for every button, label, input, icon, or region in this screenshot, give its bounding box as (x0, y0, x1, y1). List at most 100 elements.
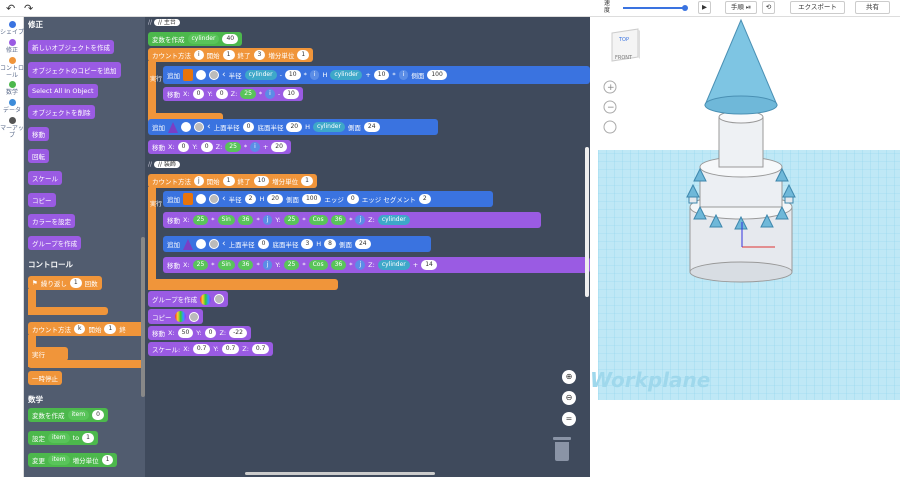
rail-data[interactable]: データ (0, 99, 24, 114)
palette-header-modify: 修正 (28, 20, 43, 29)
comment-main: // // 主台 (148, 18, 180, 27)
repeat-footer (28, 307, 108, 315)
block-create-group[interactable]: グループを作成 (28, 236, 82, 250)
step-button[interactable]: 手順 ⏯ (725, 1, 757, 14)
block-delete-object[interactable]: オブジェクトを削除 (28, 105, 95, 119)
speed-slider-thumb[interactable] (682, 5, 688, 11)
ws-create-group[interactable]: グループを作成 (148, 291, 229, 307)
hole-circle (188, 311, 199, 322)
color-circle (196, 70, 206, 80)
workspace-h-scrollbar[interactable] (245, 472, 435, 475)
zoom-reset-icon[interactable]: = (562, 412, 576, 426)
rail-dot-control (8, 57, 16, 64)
workspace-v-scrollbar[interactable] (585, 147, 589, 297)
rail-control[interactable]: コントロール (0, 57, 24, 79)
block-new-object[interactable]: 新しいオブジェクトを作成 (28, 40, 114, 54)
palette-scrollbar[interactable] (141, 237, 145, 397)
ws-exec-2: 実行 (150, 201, 163, 208)
cylinder-shape-icon (183, 69, 193, 81)
3d-viewport[interactable]: Workplane TOP FRONT + − (590, 17, 900, 400)
block-copy[interactable]: コピー (28, 193, 56, 207)
viewer-zoom-out-glyph: − (607, 103, 615, 113)
palette-header-control: コントロール (28, 260, 73, 269)
rainbow-swatch-icon (200, 293, 212, 305)
comment-decor: // // 装飾 (148, 160, 180, 169)
castle-roof-base (704, 95, 778, 115)
block-select-all[interactable]: Select All In Object (28, 84, 98, 98)
view-cube[interactable]: TOP FRONT (611, 28, 640, 62)
repeat-bracket (28, 289, 36, 315)
block-move[interactable]: 移動 (28, 127, 49, 141)
castle-roof-cone (704, 18, 778, 106)
block-scale[interactable]: スケール (28, 171, 62, 185)
rewind-icon[interactable]: ⟲ (762, 1, 775, 14)
viewer-zoom-in-icon[interactable] (603, 80, 617, 94)
hole-circle (194, 122, 204, 132)
bottom-strip (0, 477, 900, 494)
cone-shape-icon (183, 238, 193, 250)
block-add-copy[interactable]: オブジェクトのコピーを追加 (28, 62, 121, 78)
rail-dot-math (8, 81, 16, 88)
viewer-zoom-out-icon[interactable] (603, 100, 617, 114)
ws-count-2-footer (148, 279, 338, 290)
viewer-fit-icon[interactable] (603, 120, 617, 134)
chevron-left-icon: ‹ (222, 70, 226, 80)
rail-dot-markup (8, 117, 16, 124)
palette-header-math: 数学 (28, 395, 43, 404)
rail-dot-modify (8, 39, 16, 46)
hole-circle (209, 239, 219, 249)
redo-icon[interactable]: ↷ (24, 2, 34, 15)
zoom-out-icon[interactable]: ⊖ (562, 391, 576, 405)
cone-shape-icon (168, 121, 178, 133)
speed-slider[interactable] (623, 5, 688, 11)
speed-label: 速度 (604, 0, 611, 14)
ws-count-2-bracket (148, 187, 156, 290)
rail-shapes[interactable]: シェイプ (0, 21, 24, 36)
undo-icon[interactable]: ↶ (6, 2, 16, 15)
view-cube-top: TOP (618, 37, 629, 43)
viewer-zoom-in-glyph: + (607, 83, 615, 93)
castle-base-bottom (689, 261, 793, 283)
hole-circle (214, 294, 225, 304)
flag-icon: ⚑ (32, 279, 38, 287)
ws-exec-1: 実行 (150, 76, 163, 83)
count-footer (28, 360, 145, 368)
rail-markup[interactable]: マーアップ (0, 117, 24, 139)
trash-lid (553, 437, 571, 440)
share-button[interactable]: 共有 (855, 1, 890, 14)
viewer-toolbar: 速度 ▶ 手順 ⏯ ⟲ エクスポート 共有 (590, 0, 900, 17)
color-circle (181, 122, 191, 132)
rail-math[interactable]: 数学 (0, 81, 24, 96)
play-icon[interactable]: ▶ (698, 1, 711, 14)
ws-copy[interactable]: コピー (148, 309, 203, 324)
trash-icon[interactable] (553, 437, 571, 461)
block-rotate[interactable]: 回転 (28, 149, 49, 163)
block-set-color[interactable]: カラーを設定 (28, 214, 75, 228)
chevron-left-icon: ‹ (207, 122, 211, 132)
block-pause[interactable]: 一時停止 (28, 371, 62, 385)
category-rail: シェイプ 修正 コントロール 数学 データ マーアップ (0, 17, 24, 477)
ws-count-1-bracket (148, 61, 156, 125)
zoom-in-icon[interactable]: ⊕ (562, 370, 576, 384)
rail-modify[interactable]: 修正 (0, 39, 24, 54)
export-button[interactable]: エクスポート (790, 1, 845, 14)
